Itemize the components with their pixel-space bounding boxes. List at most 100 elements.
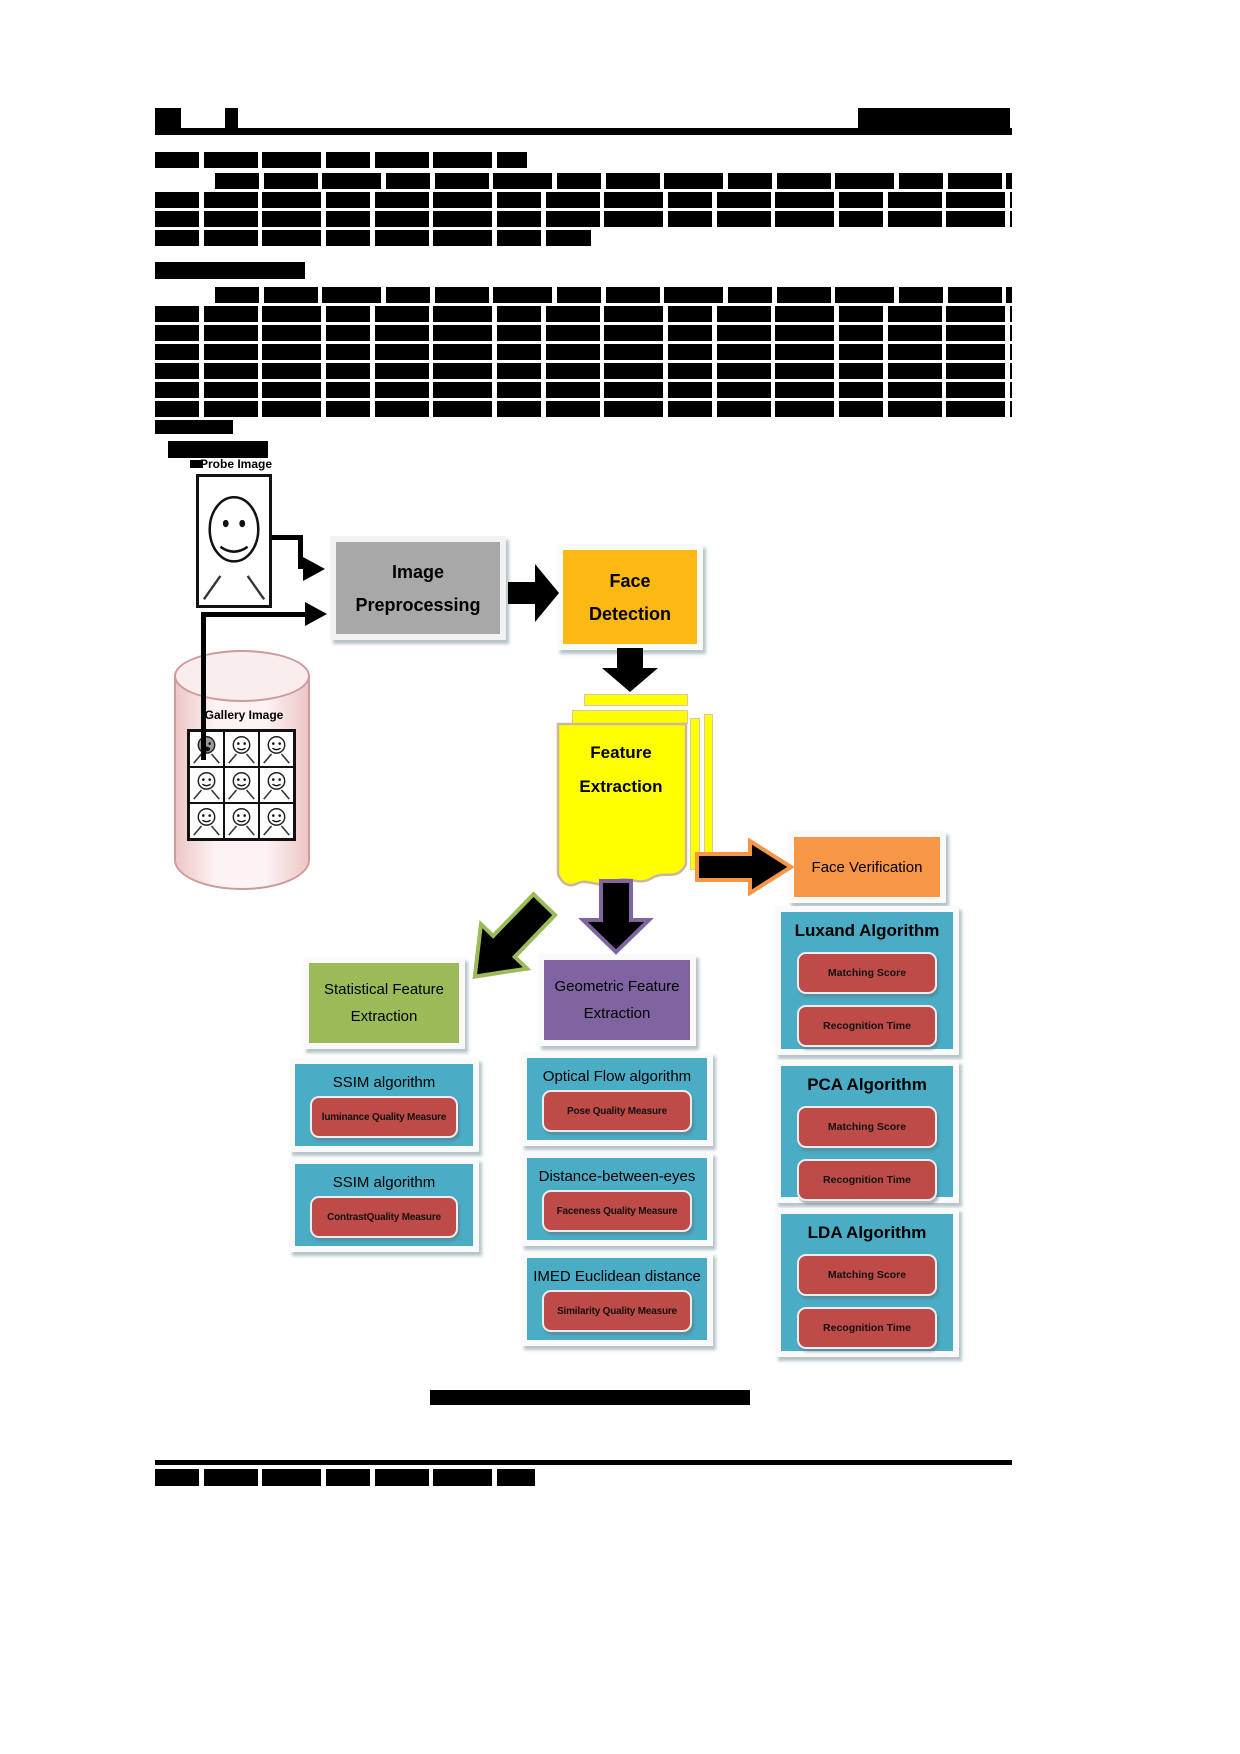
face-verification-box: Face Verification bbox=[788, 831, 946, 903]
lda-recognition-time-label: Recognition Time bbox=[823, 1322, 911, 1334]
redacted-text-bar bbox=[155, 192, 1012, 208]
redacted-text-bar bbox=[168, 441, 268, 458]
gallery-face-icon bbox=[228, 771, 255, 800]
similarity-quality-measure-pill: Similarity Quality Measure bbox=[542, 1290, 692, 1332]
statistical-label-line1: Statistical Feature bbox=[323, 981, 445, 998]
optical-flow-box: Optical Flow algorithm Pose Quality Meas… bbox=[521, 1052, 713, 1146]
statistical-label-line2: Extraction bbox=[350, 1008, 418, 1025]
gallery-face-icon bbox=[193, 735, 220, 764]
redacted-text-bar bbox=[155, 108, 181, 128]
lda-matching-score-label: Matching Score bbox=[827, 1269, 907, 1281]
distance-between-eyes-title: Distance-between-eyes bbox=[538, 1168, 696, 1185]
ssim-box-1-title: SSIM algorithm bbox=[332, 1074, 436, 1091]
gallery-face-icon bbox=[193, 807, 220, 836]
lda-algorithm-box: LDA Algorithm Matching Score Recognition… bbox=[775, 1208, 959, 1357]
connector-probe-to-preprocessing bbox=[272, 535, 303, 540]
arrow-extraction-to-verification bbox=[695, 838, 795, 896]
gallery-face-icon bbox=[193, 771, 220, 800]
lda-matching-score-pill: Matching Score bbox=[797, 1254, 937, 1296]
gallery-image-cell bbox=[224, 731, 259, 767]
ssim-box-2-title: SSIM algorithm bbox=[332, 1174, 436, 1191]
contrast-quality-measure-pill: ContrastQuality Measure bbox=[310, 1196, 458, 1238]
face-detection-box: Face Detection bbox=[557, 544, 703, 650]
redacted-text-bar bbox=[155, 152, 527, 168]
geometric-feature-extraction-box: Geometric Feature Extraction bbox=[538, 954, 696, 1046]
gallery-image-cell bbox=[224, 803, 259, 839]
gallery-face-icon bbox=[263, 771, 290, 800]
pca-algorithm-box: PCA Algorithm Matching Score Recognition… bbox=[775, 1060, 959, 1203]
redacted-text-bar bbox=[190, 460, 203, 468]
redacted-text-bar bbox=[858, 108, 1010, 128]
redacted-text-bar bbox=[155, 382, 1012, 398]
imed-euclidean-distance-box: IMED Euclidean distance Similarity Quali… bbox=[521, 1252, 713, 1346]
probe-image-label: Probe Image bbox=[199, 457, 273, 471]
redacted-text-bar bbox=[155, 262, 305, 279]
luxand-matching-score-label: Matching Score bbox=[827, 967, 907, 979]
pose-quality-measure-label: Pose Quality Measure bbox=[567, 1105, 667, 1117]
probe-face-icon bbox=[202, 496, 266, 600]
redacted-text-bar bbox=[155, 325, 1012, 341]
redacted-text-bar bbox=[215, 173, 1012, 189]
gallery-image-label: Gallery Image bbox=[204, 708, 284, 722]
luxand-recognition-time-pill: Recognition Time bbox=[797, 1005, 937, 1047]
luminance-quality-measure-label: luminance Quality Measure bbox=[321, 1111, 447, 1123]
redacted-text-bar bbox=[155, 128, 1012, 135]
gallery-image-cell bbox=[259, 803, 294, 839]
image-preprocessing-label-line1: Image bbox=[391, 561, 445, 582]
redacted-text-bar bbox=[430, 1390, 750, 1405]
arrow-detection-to-extraction bbox=[602, 648, 658, 692]
arrow-preprocessing-to-detection bbox=[508, 564, 560, 622]
geometric-label-line2: Extraction bbox=[583, 1005, 651, 1022]
probe-image bbox=[196, 474, 272, 608]
redacted-text-bar bbox=[155, 211, 1012, 227]
face-detection-label-line2: Detection bbox=[588, 603, 671, 624]
pca-recognition-time-label: Recognition Time bbox=[823, 1174, 911, 1186]
gallery-image-cell bbox=[259, 767, 294, 803]
connector-gallery-riser bbox=[201, 612, 206, 760]
connector-probe-to-preprocessing-drop bbox=[298, 535, 303, 569]
redacted-text-bar bbox=[225, 108, 238, 128]
statistical-feature-extraction-box: Statistical Feature Extraction bbox=[303, 957, 465, 1049]
optical-flow-title: Optical Flow algorithm bbox=[542, 1068, 692, 1085]
gallery-image-grid bbox=[187, 729, 296, 841]
gallery-image-cell bbox=[224, 767, 259, 803]
redacted-text-bar bbox=[155, 230, 591, 246]
distance-between-eyes-box: Distance-between-eyes Faceness Quality M… bbox=[521, 1152, 713, 1246]
contrast-quality-measure-label: ContrastQuality Measure bbox=[327, 1211, 441, 1223]
luminance-quality-measure-pill: luminance Quality Measure bbox=[310, 1096, 458, 1138]
gallery-image-cell bbox=[259, 731, 294, 767]
face-detection-label-line1: Face bbox=[609, 570, 651, 591]
gallery-face-icon bbox=[228, 807, 255, 836]
ssim-box-1: SSIM algorithm luminance Quality Measure bbox=[289, 1058, 479, 1152]
luxand-algorithm-title: Luxand Algorithm bbox=[794, 921, 940, 940]
redacted-text-bar bbox=[155, 420, 233, 434]
redacted-text-bar bbox=[155, 306, 1012, 322]
lda-recognition-time-pill: Recognition Time bbox=[797, 1307, 937, 1349]
similarity-quality-measure-label: Similarity Quality Measure bbox=[557, 1305, 677, 1317]
gallery-database-cylinder-top bbox=[174, 650, 310, 702]
faceness-quality-measure-pill: Faceness Quality Measure bbox=[542, 1190, 692, 1232]
redacted-text-bar bbox=[215, 287, 1012, 303]
lda-algorithm-title: LDA Algorithm bbox=[807, 1223, 927, 1242]
connector-gallery-arrowhead-icon bbox=[305, 602, 327, 626]
gallery-image-cell bbox=[189, 731, 224, 767]
luxand-algorithm-box: Luxand Algorithm Matching Score Recognit… bbox=[775, 906, 959, 1055]
face-verification-label: Face Verification bbox=[811, 858, 923, 876]
feature-extraction-page-back1 bbox=[584, 694, 688, 706]
gallery-face-icon bbox=[263, 807, 290, 836]
redacted-text-bar bbox=[155, 401, 1012, 417]
redacted-text-bar bbox=[155, 1460, 1012, 1465]
pca-recognition-time-pill: Recognition Time bbox=[797, 1159, 937, 1201]
pose-quality-measure-pill: Pose Quality Measure bbox=[542, 1090, 692, 1132]
imed-euclidean-distance-title: IMED Euclidean distance bbox=[533, 1268, 701, 1285]
arrow-extraction-to-statistical bbox=[472, 891, 558, 979]
faceness-quality-measure-label: Faceness Quality Measure bbox=[556, 1205, 678, 1217]
geometric-label-line1: Geometric Feature bbox=[554, 978, 680, 995]
image-preprocessing-label-line2: Preprocessing bbox=[355, 594, 481, 615]
connector-gallery-to-preprocessing bbox=[201, 612, 305, 617]
feature-extraction-label-line1: Feature bbox=[590, 743, 652, 762]
image-preprocessing-box: Image Preprocessing bbox=[330, 536, 506, 640]
feature-extraction-label: Feature Extraction bbox=[560, 744, 682, 795]
gallery-image-cell bbox=[189, 803, 224, 839]
